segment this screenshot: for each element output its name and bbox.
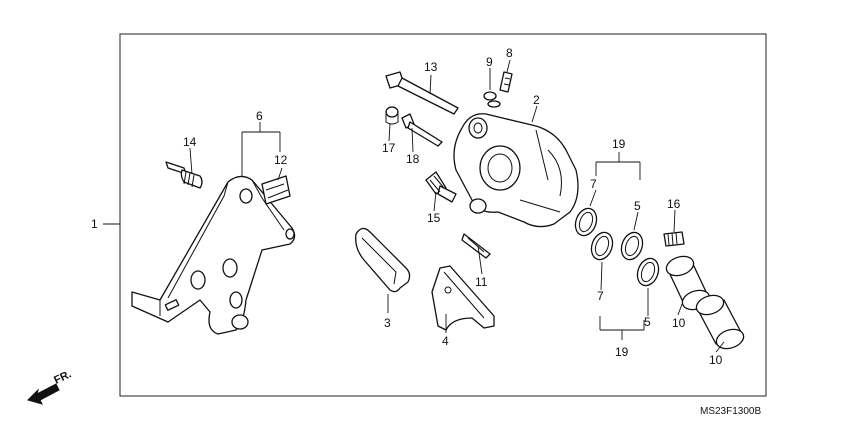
pad-spring-12 (261, 175, 291, 205)
bolt-15 (425, 171, 457, 203)
bleeder-screw-8 (499, 71, 513, 93)
callout-7-upper: 7 (590, 177, 597, 191)
callout-4: 4 (442, 334, 449, 348)
callout-2: 2 (533, 93, 540, 107)
pin-bolt-14 (165, 161, 203, 189)
pin-bolt-18 (401, 113, 443, 147)
callout-17: 17 (382, 141, 396, 155)
pin-bolt-13 (385, 71, 459, 115)
front-direction-arrow: FR. (27, 368, 73, 405)
callout-3: 3 (384, 316, 391, 330)
callout-10-upper: 10 (672, 316, 686, 330)
callout-11: 11 (475, 275, 488, 289)
caliper-body (453, 113, 579, 228)
callout-10-lower: 10 (709, 353, 723, 367)
callout-7-lower: 7 (597, 289, 604, 303)
leader-lines (103, 59, 725, 353)
callout-19-lower: 19 (615, 345, 629, 359)
diagram-frame (119, 33, 767, 397)
diagram-code: MS23F1300B (700, 406, 761, 417)
callout-14: 14 (183, 135, 197, 149)
brake-pad-3 (355, 227, 411, 293)
dust-seal-5 (620, 231, 660, 287)
callout-5-upper: 5 (634, 199, 641, 213)
piston-seal-7 (574, 207, 614, 261)
pad-retainer-11 (461, 233, 491, 259)
callout-16: 16 (667, 197, 681, 211)
callout-18: 18 (406, 152, 420, 166)
callout-labels: 1 2 3 4 5 5 6 7 7 8 9 10 10 11 12 13 14 … (91, 46, 723, 367)
callout-13: 13 (424, 60, 438, 74)
callout-15: 15 (427, 211, 441, 225)
caliper-bracket (131, 175, 296, 335)
bleeder-16 (663, 231, 685, 247)
callout-1: 1 (91, 217, 98, 231)
callout-9: 9 (486, 55, 493, 69)
front-label: FR. (52, 368, 73, 386)
piston-10 (665, 255, 745, 350)
pin-plug-17 (385, 106, 399, 125)
callout-8: 8 (506, 46, 513, 60)
callout-12: 12 (274, 153, 288, 167)
bleeder-cap-9 (483, 91, 501, 108)
callout-5-lower: 5 (644, 315, 651, 329)
callout-19-upper: 19 (612, 137, 626, 151)
callout-6: 6 (256, 109, 263, 123)
